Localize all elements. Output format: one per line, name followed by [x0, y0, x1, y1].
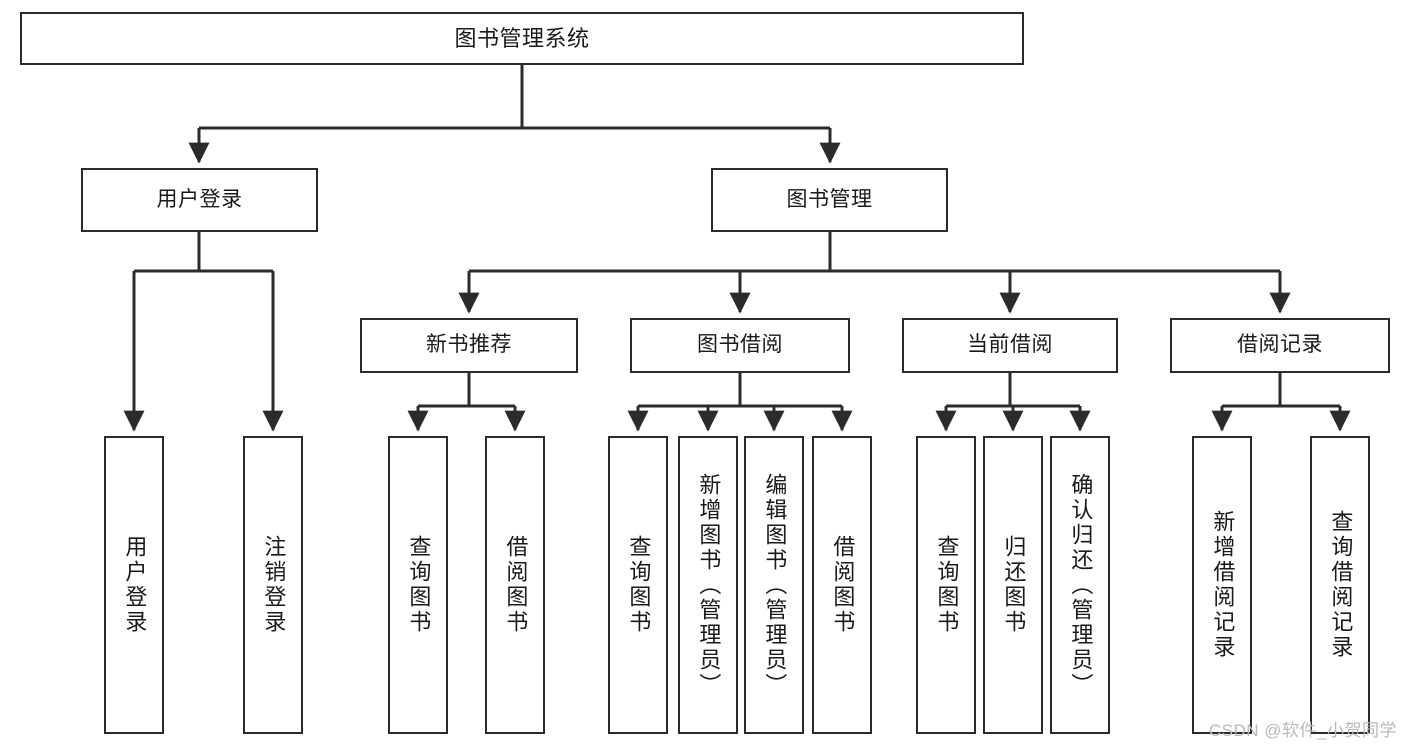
node-leaf-add-book-label: 新增图书（管理员）	[696, 472, 722, 698]
node-leaf-query-record-label: 查询借阅记录	[1328, 510, 1354, 660]
node-root[interactable]: 图书管理系统	[20, 12, 1024, 65]
node-leaf-query-book-2[interactable]: 查询图书	[608, 436, 668, 734]
node-book-borrow[interactable]: 图书借阅	[630, 318, 850, 373]
node-leaf-borrow-book-1-label: 借阅图书	[503, 535, 529, 635]
node-new-book-recommend-label: 新书推荐	[426, 333, 512, 357]
node-leaf-add-book[interactable]: 新增图书（管理员）	[678, 436, 738, 734]
node-leaf-user-login-label: 用户登录	[122, 535, 148, 635]
node-leaf-query-book-2-label: 查询图书	[626, 535, 652, 635]
node-leaf-borrow-book-2[interactable]: 借阅图书	[812, 436, 872, 734]
node-leaf-add-record-label: 新增借阅记录	[1210, 510, 1236, 660]
node-leaf-borrow-book-2-label: 借阅图书	[830, 535, 856, 635]
node-leaf-edit-book-label: 编辑图书（管理员）	[762, 472, 788, 698]
node-borrow-record[interactable]: 借阅记录	[1170, 318, 1390, 373]
node-leaf-query-book-1-label: 查询图书	[406, 535, 432, 635]
node-book-manage[interactable]: 图书管理	[711, 168, 948, 232]
node-borrow-record-label: 借阅记录	[1237, 333, 1323, 357]
node-current-borrow[interactable]: 当前借阅	[902, 318, 1118, 373]
node-leaf-borrow-book-1[interactable]: 借阅图书	[485, 436, 545, 734]
node-leaf-user-logout-label: 注销登录	[261, 535, 287, 635]
node-leaf-query-book-3-label: 查询图书	[934, 535, 960, 635]
node-current-borrow-label: 当前借阅	[967, 333, 1053, 357]
node-leaf-query-record[interactable]: 查询借阅记录	[1310, 436, 1370, 734]
node-leaf-add-record[interactable]: 新增借阅记录	[1192, 436, 1252, 734]
csdn-watermark: CSDN @软件_小贺同学	[1208, 721, 1397, 740]
node-leaf-return-book-label: 归还图书	[1001, 535, 1027, 635]
node-leaf-query-book-1[interactable]: 查询图书	[388, 436, 448, 734]
node-root-label: 图书管理系统	[454, 25, 590, 51]
node-leaf-edit-book[interactable]: 编辑图书（管理员）	[744, 436, 804, 734]
node-leaf-query-book-3[interactable]: 查询图书	[916, 436, 976, 734]
node-leaf-confirm-return-label: 确认归还（管理员）	[1068, 472, 1094, 698]
node-user-login-label: 用户登录	[156, 187, 243, 211]
node-leaf-return-book[interactable]: 归还图书	[983, 436, 1043, 734]
node-leaf-user-logout[interactable]: 注销登录	[243, 436, 303, 734]
node-leaf-user-login[interactable]: 用户登录	[104, 436, 164, 734]
node-leaf-confirm-return[interactable]: 确认归还（管理员）	[1050, 436, 1110, 734]
node-user-login[interactable]: 用户登录	[81, 168, 318, 232]
node-book-manage-label: 图书管理	[786, 187, 873, 211]
node-book-borrow-label: 图书借阅	[697, 333, 783, 357]
node-new-book-recommend[interactable]: 新书推荐	[360, 318, 578, 373]
